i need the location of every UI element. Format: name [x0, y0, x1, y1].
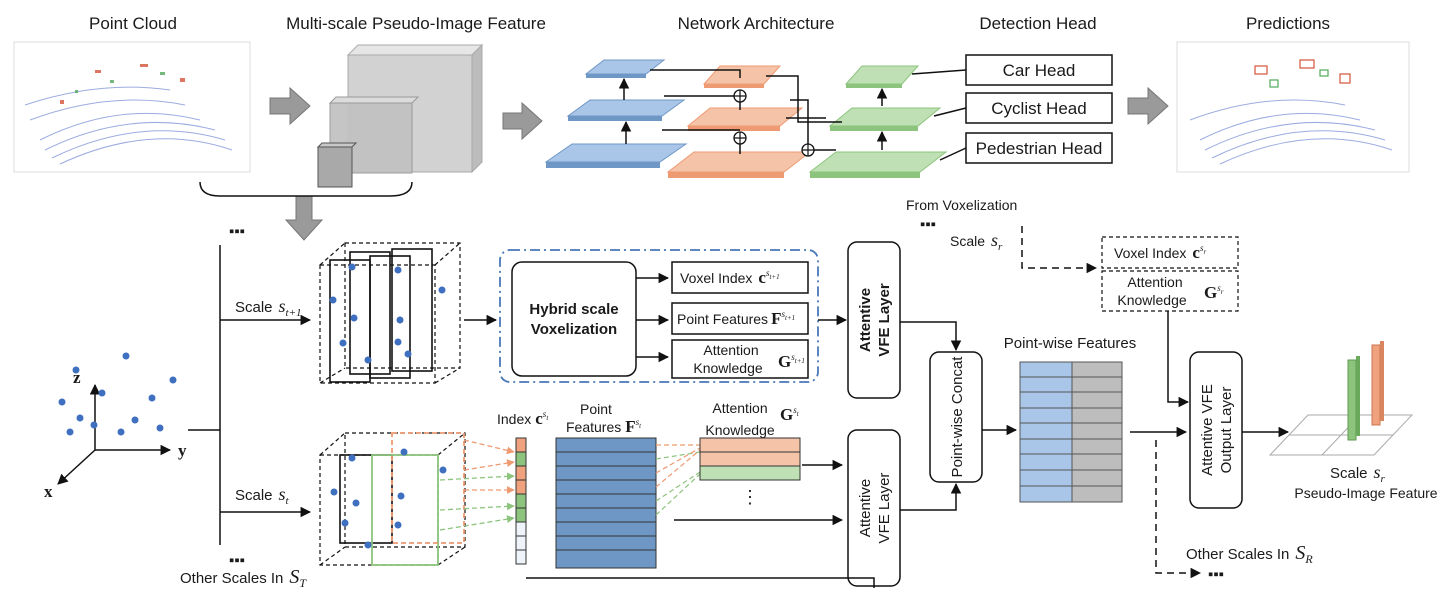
attention-box-upper: [671, 339, 809, 379]
hybrid-voxelization-box: [511, 261, 637, 377]
pointwise-features-table: [1019, 361, 1123, 503]
lower-point-1: Point: [580, 401, 612, 417]
attention-upper-1: Attention: [703, 342, 758, 358]
pointwise-concat-label: Point-wise Concat: [949, 356, 966, 478]
pseudo-image-output: [1268, 341, 1414, 456]
hybrid-voxelization-frame: [499, 249, 819, 383]
vfe-lower-line1: Attentive: [857, 479, 874, 537]
index-column: [515, 437, 527, 565]
ellipsis-bottom: ▪▪▪: [229, 552, 245, 569]
vfe-output-line1: Attentive VFE: [1199, 384, 1216, 476]
ellipsis-top: ▪▪▪: [229, 223, 245, 240]
header-predictions: Predictions: [1246, 14, 1330, 33]
voxel-index-box: [671, 261, 809, 294]
attention-upper-G: Gst+1: [778, 352, 805, 371]
vfe-layer-upper: [847, 241, 901, 399]
axis-y: y: [178, 441, 187, 460]
lower-dots: ⋮: [741, 487, 759, 507]
input-point-cloud: z y x: [44, 352, 187, 501]
voxel-grid-upper: [319, 242, 461, 384]
predictions-image: [1176, 41, 1410, 173]
voxel-index-r-box: [1101, 236, 1239, 269]
from-voxelization: From Voxelization: [906, 197, 1017, 213]
header-network: Network Architecture: [678, 14, 835, 33]
brace: [199, 181, 413, 197]
vfe-upper-line1: Attentive: [857, 288, 874, 352]
point-features-box: [671, 302, 809, 335]
pedestrian-head-label: Pedestrian Head: [976, 139, 1103, 158]
hybrid-line2: Voxelization: [531, 321, 617, 338]
vfe-output-line2: Output Layer: [1218, 387, 1235, 474]
vfe-upper-line2: VFE Layer: [876, 283, 893, 357]
pointwise-concat-box: [929, 351, 983, 483]
attention-upper-2: Knowledge: [693, 360, 762, 376]
attention-r-1: Attention: [1127, 274, 1182, 290]
network-architecture: [544, 59, 948, 178]
attention-knowledge-lower: [699, 437, 801, 481]
axis-x: x: [44, 482, 53, 501]
car-head-label: Car Head: [1003, 61, 1076, 80]
point-features-column: [555, 437, 657, 569]
voxel-grid-lower: [319, 432, 466, 566]
attention-r-G: Gsr: [1204, 283, 1224, 302]
ellipsis-R: ▪▪▪: [1208, 566, 1224, 583]
axis-z: z: [73, 368, 81, 387]
vfe-output-layer: [1189, 351, 1243, 509]
cyclist-head-label: Cyclist Head: [991, 99, 1086, 118]
pseudo-image-cubes: [316, 43, 484, 188]
hybrid-line1: Hybrid scale: [529, 301, 618, 318]
attention-r-box: [1101, 270, 1239, 312]
ellipsis-vox: ▪▪▪: [920, 216, 936, 233]
lower-att-2: Knowledge: [705, 422, 774, 438]
vfe-lower-line2: VFE Layer: [876, 473, 893, 544]
header-pseudo-image: Multi-scale Pseudo-Image Feature: [286, 14, 546, 33]
pseudo-image-feature-label: Pseudo-Image Feature: [1294, 485, 1437, 501]
flow-arrows: [269, 86, 1169, 241]
lower-att-1: Attention: [712, 400, 767, 416]
pointwise-features-title: Point-wise Features: [1004, 335, 1137, 352]
header-point-cloud: Point Cloud: [89, 14, 177, 33]
point-cloud-image: [13, 41, 251, 173]
attention-r-2: Knowledge: [1117, 292, 1186, 308]
car-head-box: [965, 54, 1113, 86]
header-detection-head: Detection Head: [979, 14, 1096, 33]
pedestrian-head-box: [965, 132, 1113, 164]
lower-att-G: Gst: [780, 405, 800, 424]
